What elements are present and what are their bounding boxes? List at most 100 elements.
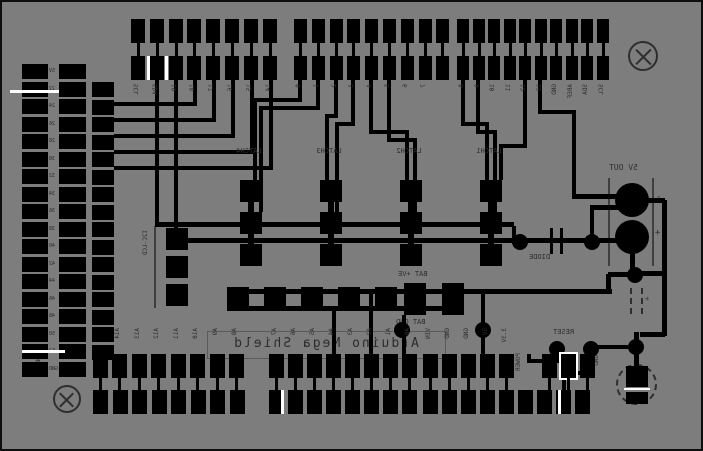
lcd-pad[interactable] [166,284,188,306]
pin-stub[interactable] [370,378,373,390]
bottom-header-pad-row2[interactable] [442,390,457,414]
left-header-pad[interactable] [59,187,86,202]
copper-trace[interactable] [586,238,616,243]
bottom-header-pad-row2[interactable] [132,390,147,414]
left-header-pad[interactable] [59,344,86,359]
pin-stub[interactable] [493,43,496,56]
copper-trace[interactable] [499,144,527,148]
top-header-digital-8-13-pad[interactable] [581,19,593,43]
pin-stub[interactable] [351,378,354,390]
lcd-pad[interactable] [166,256,188,278]
copper-trace[interactable] [387,80,391,142]
top-header-communication-pad[interactable] [187,19,201,43]
left-header-pad[interactable] [59,169,86,184]
pin-stub[interactable] [231,43,234,56]
bottom-header-power-pad[interactable] [542,354,557,378]
pin-stub[interactable] [467,378,470,390]
pin-stub[interactable] [332,378,335,390]
top-header-communication-pad[interactable] [263,56,277,80]
top-header-digital-8-13-pad[interactable] [566,19,578,43]
top-header-communication-pad[interactable] [244,19,258,43]
top-header-digital-0-7-pad[interactable] [419,56,432,80]
copper-trace[interactable] [332,311,336,354]
bottom-header-power-pad[interactable] [559,352,578,380]
bottom-header-power-pad[interactable] [423,354,438,378]
left-header-pad[interactable] [59,204,86,219]
pin-stub[interactable] [250,43,253,56]
copper-trace[interactable] [493,130,497,212]
copper-trace[interactable] [351,80,355,126]
pin-stub[interactable] [313,378,316,390]
bottom-header-pad-row2[interactable] [423,390,438,414]
copper-trace[interactable] [387,138,417,142]
bottom-header-pad-row2[interactable] [307,390,322,414]
top-header-digital-8-13-pad[interactable] [519,56,531,80]
top-header-digital-8-13-pad[interactable] [473,56,485,80]
transistor-pad[interactable] [626,392,648,404]
pin-stub[interactable] [441,43,444,56]
left-header-pad[interactable] [59,82,86,97]
left-header-pad[interactable] [92,170,114,185]
bottom-header-power-pad[interactable] [499,354,514,378]
battery-terminal-pad[interactable] [404,283,426,315]
top-header-communication-pad[interactable] [150,19,164,43]
pin-stub[interactable] [389,378,392,390]
pin-stub[interactable] [540,43,543,56]
copper-trace[interactable] [595,345,628,349]
top-header-digital-0-7-pad[interactable] [436,19,449,43]
copper-trace[interactable] [634,271,664,276]
copper-trace[interactable] [335,122,339,212]
copper-trace[interactable] [538,110,576,114]
pin-stub[interactable] [509,43,512,56]
pin-stub[interactable] [212,43,215,56]
latch-pad[interactable] [400,244,422,266]
left-header-pad[interactable] [22,117,48,132]
top-header-digital-8-13-pad[interactable] [550,19,562,43]
bottom-header-a0-a7-pad[interactable] [345,354,360,378]
top-header-communication-pad[interactable] [263,19,277,43]
bottom-header-a0-a7-pad[interactable] [326,354,341,378]
left-header-pad[interactable] [22,327,48,342]
copper-trace[interactable] [369,294,373,354]
left-header-pad[interactable] [92,345,114,360]
round-pad[interactable] [584,234,600,250]
top-header-digital-8-13-pad[interactable] [566,56,578,80]
bottom-header-pad-row2[interactable] [171,390,186,414]
bottom-header-pad-row2[interactable] [518,390,533,414]
pin-stub[interactable] [406,43,409,56]
left-header-pad[interactable] [59,117,86,132]
left-header-pad[interactable] [59,64,86,79]
copper-trace[interactable] [259,106,263,212]
top-header-communication-pad[interactable] [169,19,183,43]
latch-pad[interactable] [320,244,342,266]
pin-stub[interactable] [602,43,605,56]
top-header-communication-pad[interactable] [150,56,164,80]
pin-stub[interactable] [317,43,320,56]
copper-trace[interactable] [562,371,566,390]
copper-trace[interactable] [325,114,338,118]
pin-stub[interactable] [352,43,355,56]
top-header-digital-8-13-pad[interactable] [473,19,485,43]
copper-trace[interactable] [485,122,489,180]
left-header-pad[interactable] [59,327,86,342]
left-header-pad[interactable] [92,327,114,342]
bottom-header-pad-row2[interactable] [269,390,284,414]
left-header-pad[interactable] [92,205,114,220]
left-header-pad[interactable] [92,135,114,150]
top-header-communication-pad[interactable] [169,56,183,80]
battery-terminal-pad[interactable] [442,283,464,315]
latch-pad[interactable] [400,212,422,234]
copper-trace[interactable] [325,114,329,180]
pin-stub[interactable] [269,43,272,56]
round-pad[interactable] [583,341,599,357]
top-header-digital-0-7-pad[interactable] [436,56,449,80]
left-header-pad[interactable] [92,275,114,290]
copper-trace[interactable] [572,194,616,199]
pin-stub[interactable] [177,378,180,390]
pin-stub[interactable] [175,43,178,56]
left-header-pad[interactable] [59,292,86,307]
pin-stub[interactable] [235,378,238,390]
round-pad[interactable] [627,267,643,283]
left-header-pad[interactable] [59,99,86,114]
left-header-pad[interactable] [59,362,86,377]
